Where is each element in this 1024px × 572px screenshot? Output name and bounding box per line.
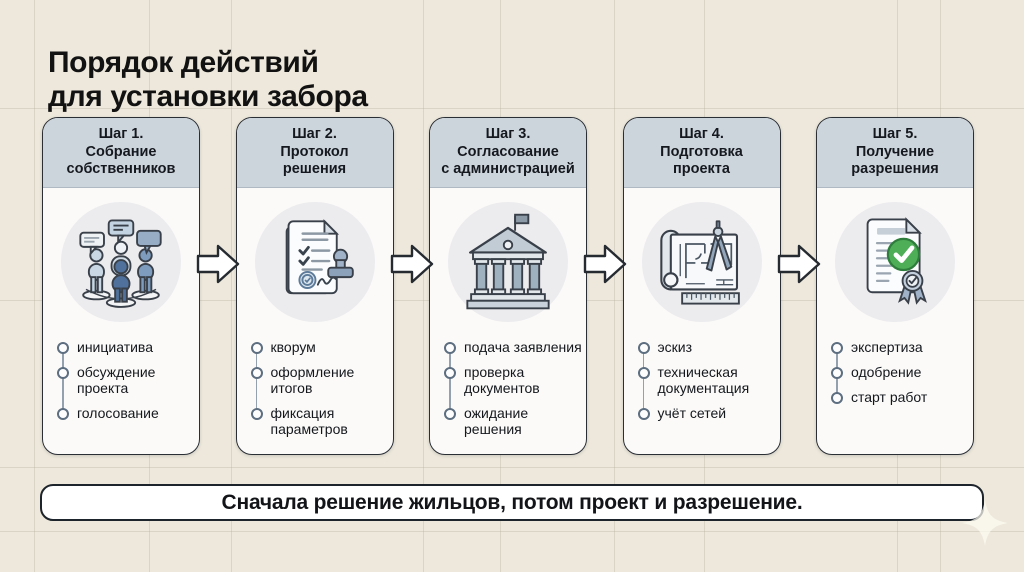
people-discussion-icon bbox=[79, 219, 162, 308]
page-title: Порядок действий для установки забора bbox=[48, 46, 368, 114]
list-item: инициатива bbox=[57, 339, 195, 368]
list-item: проверка документов bbox=[444, 364, 582, 409]
step-3-items: подача заявления проверка документов ожи… bbox=[430, 339, 586, 438]
step-3-header: Шаг 3. Согласование с администрацией bbox=[430, 118, 586, 189]
administration-building-icon bbox=[466, 213, 550, 310]
list-item: одобрение bbox=[831, 364, 969, 393]
step-2-header: Шаг 2. Протокол решения bbox=[236, 118, 393, 189]
step-4-header: Шаг 4. Подготовка проекта bbox=[623, 118, 780, 189]
sparkle-icon bbox=[962, 500, 1008, 546]
approved-certificate-icon bbox=[866, 217, 927, 305]
list-item: голосование bbox=[57, 405, 195, 422]
list-item: эскиз bbox=[637, 339, 776, 368]
footer-banner: Сначала решение жильцов, потом проект и … bbox=[40, 484, 984, 521]
list-item: экспертиза bbox=[831, 339, 969, 368]
list-item: техническая документация bbox=[637, 364, 776, 409]
step-4-items: эскиз техническая документация учёт сете… bbox=[624, 339, 780, 422]
list-item: фиксация параметров bbox=[250, 405, 389, 438]
step-1-items: инициатива обсуждение проекта голосовани… bbox=[43, 339, 199, 422]
blueprint-compass-icon bbox=[659, 220, 740, 305]
list-item: обсуждение проекта bbox=[57, 364, 195, 409]
list-item: подача заявления bbox=[444, 339, 582, 368]
step-card-5: Шаг 5. Получение разрешения bbox=[816, 117, 974, 455]
step-5-header: Шаг 5. Получение разрешения bbox=[817, 118, 973, 189]
list-item: кворум bbox=[250, 339, 389, 368]
protocol-document-stamp-icon bbox=[285, 219, 354, 295]
step-card-1: Шаг 1. Собрание собственников bbox=[42, 117, 200, 455]
arrow-right-icon bbox=[390, 244, 434, 284]
list-item: старт работ bbox=[831, 389, 969, 406]
steps-row: Шаг 1. Собрание собственников bbox=[42, 117, 974, 455]
step-card-4: Шаг 4. Подготовка проекта bbox=[622, 117, 781, 455]
step-2-items: кворум оформление итогов фиксация параме… bbox=[237, 339, 393, 438]
arrow-right-icon bbox=[583, 244, 627, 284]
arrow-right-icon bbox=[196, 244, 240, 284]
arrow-right-icon bbox=[777, 244, 821, 284]
step-1-header: Шаг 1. Собрание собственников bbox=[43, 118, 199, 189]
list-item: учёт сетей bbox=[637, 405, 776, 422]
step-card-3: Шаг 3. Согласование с администрацией bbox=[429, 117, 587, 455]
list-item: оформление итогов bbox=[250, 364, 389, 409]
list-item: ожидание решения bbox=[444, 405, 582, 438]
step-card-2: Шаг 2. Протокол решения bbox=[235, 117, 394, 455]
step-5-items: экспертиза одобрение старт работ bbox=[817, 339, 973, 406]
